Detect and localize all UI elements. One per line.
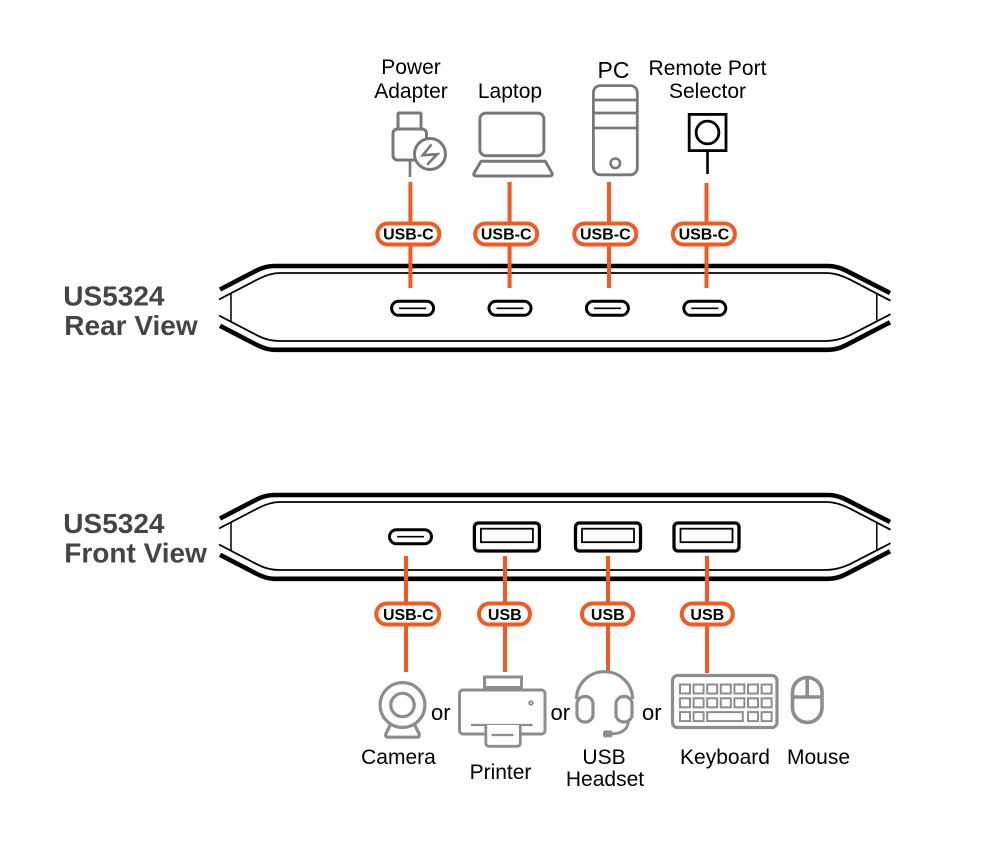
svg-text:Power: Power: [381, 56, 441, 79]
svg-text:or: or: [642, 700, 662, 725]
svg-text:USB: USB: [591, 607, 625, 624]
svg-text:USB-C: USB-C: [383, 227, 434, 244]
svg-text:Headset: Headset: [566, 768, 644, 791]
svg-text:USB: USB: [690, 607, 724, 624]
svg-text:Laptop: Laptop: [478, 80, 542, 103]
svg-text:USB-C: USB-C: [481, 227, 532, 244]
svg-text:Mouse: Mouse: [787, 746, 850, 769]
svg-text:USB-C: USB-C: [679, 227, 730, 244]
svg-text:Selector: Selector: [669, 80, 746, 103]
svg-text:USB-C: USB-C: [580, 227, 631, 244]
svg-text:USB-C: USB-C: [383, 607, 434, 624]
svg-text:Remote Port: Remote Port: [649, 57, 767, 80]
svg-text:USB: USB: [488, 607, 522, 624]
svg-text:Rear View: Rear View: [64, 310, 198, 341]
svg-text:Keyboard: Keyboard: [680, 746, 770, 769]
svg-text:USB: USB: [582, 746, 625, 769]
svg-text:Adapter: Adapter: [374, 80, 448, 103]
svg-text:Camera: Camera: [361, 746, 436, 769]
svg-text:PC: PC: [598, 57, 630, 83]
svg-text:Front View: Front View: [64, 538, 207, 569]
svg-text:US5324: US5324: [63, 281, 165, 312]
svg-text:or: or: [551, 700, 571, 725]
svg-text:or: or: [431, 700, 451, 725]
svg-text:Printer: Printer: [470, 761, 532, 784]
svg-text:US5324: US5324: [63, 508, 165, 539]
